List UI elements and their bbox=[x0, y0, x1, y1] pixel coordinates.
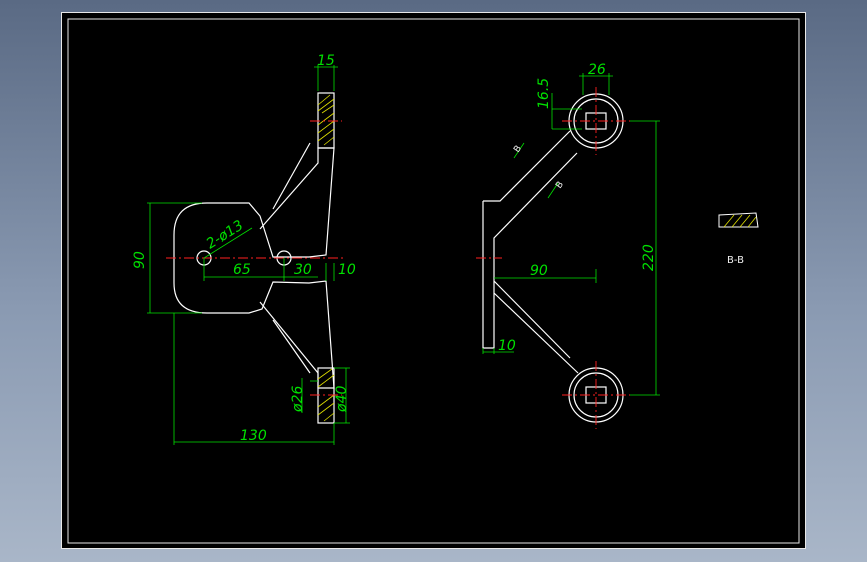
section-label: B-B bbox=[727, 255, 744, 266]
dim-boss-offset: 16.5 bbox=[536, 78, 552, 109]
front-view-outline bbox=[173, 147, 335, 389]
dim-total-length: 130 bbox=[240, 428, 267, 444]
front-dimension-lines bbox=[147, 65, 350, 445]
side-view-outline bbox=[482, 130, 579, 374]
dim-top-width: 15 bbox=[317, 53, 335, 69]
side-centerlines bbox=[476, 87, 630, 429]
cad-drawing: 15 2-ø13 90 65 30 10 ø26 ø40 130 26 16.5… bbox=[67, 18, 800, 544]
dim-inner-dia: ø26 bbox=[290, 386, 306, 413]
dim-horizontal: 90 bbox=[530, 263, 548, 279]
inner-frame bbox=[67, 18, 800, 544]
dim-height: 90 bbox=[132, 251, 148, 269]
section-mark-lower: B bbox=[554, 180, 566, 191]
side-view bbox=[482, 93, 624, 423]
front-top-boss bbox=[317, 92, 335, 149]
front-boss-hatch bbox=[317, 94, 335, 422]
dim-plate-thickness: 10 bbox=[338, 262, 356, 278]
drawing-sheet: 15 2-ø13 90 65 30 10 ø26 ø40 130 26 16.5… bbox=[61, 12, 806, 549]
dim-center-offset: 30 bbox=[294, 262, 312, 278]
dim-hole-note: 2-ø13 bbox=[204, 217, 247, 252]
section-b-b bbox=[718, 212, 759, 228]
side-boss-bottom-outer bbox=[568, 367, 624, 423]
section-mark-upper: B bbox=[512, 144, 524, 155]
dim-base-thickness: 10 bbox=[498, 338, 516, 354]
dim-boss-width: 26 bbox=[588, 62, 606, 78]
front-view bbox=[173, 92, 335, 424]
side-boss-top-outer bbox=[568, 93, 624, 149]
dim-outer-dia: ø40 bbox=[334, 386, 350, 413]
dim-hole-spacing: 65 bbox=[233, 262, 251, 278]
side-dimension-lines bbox=[482, 73, 660, 396]
front-centerlines bbox=[166, 120, 344, 396]
dim-vertical: 220 bbox=[641, 244, 657, 271]
